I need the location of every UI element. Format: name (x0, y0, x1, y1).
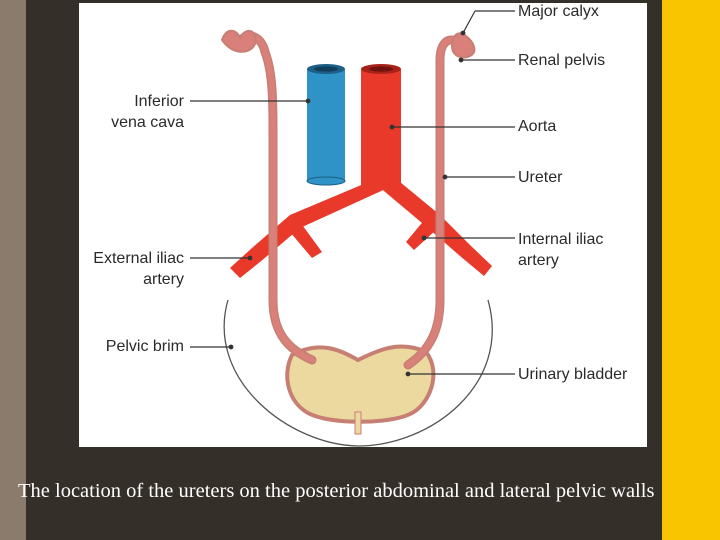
accent-bar (662, 0, 720, 540)
label-ext-iliac-line2: artery (143, 271, 184, 288)
label-renal-pelvis: Renal pelvis (518, 52, 606, 69)
label-major-calyx: Major calyx (518, 3, 599, 20)
label-ivc-line1: Inferior (134, 93, 184, 110)
label-urinary-bladder: Urinary bladder (518, 366, 628, 383)
urinary-bladder (285, 344, 436, 435)
label-int-iliac-line2: artery (518, 252, 559, 269)
left-decorative-strip (0, 0, 26, 540)
pelvic-brim-arc (223, 299, 493, 447)
left-ureter (221, 29, 317, 365)
label-ivc-line2: vena cava (111, 114, 184, 131)
leader-lines (190, 10, 515, 377)
label-int-iliac-line1: Internal iliac (518, 231, 604, 248)
label-ureter: Ureter (518, 169, 563, 186)
label-pelvic-brim: Pelvic brim (105, 338, 184, 355)
aorta (230, 64, 492, 278)
right-ureter (403, 32, 476, 370)
label-ext-iliac-line1: External iliac (93, 250, 184, 267)
figure-caption: The location of the ureters on the poste… (18, 480, 655, 502)
label-aorta: Aorta (518, 118, 557, 135)
inferior-vena-cava (306, 64, 346, 186)
